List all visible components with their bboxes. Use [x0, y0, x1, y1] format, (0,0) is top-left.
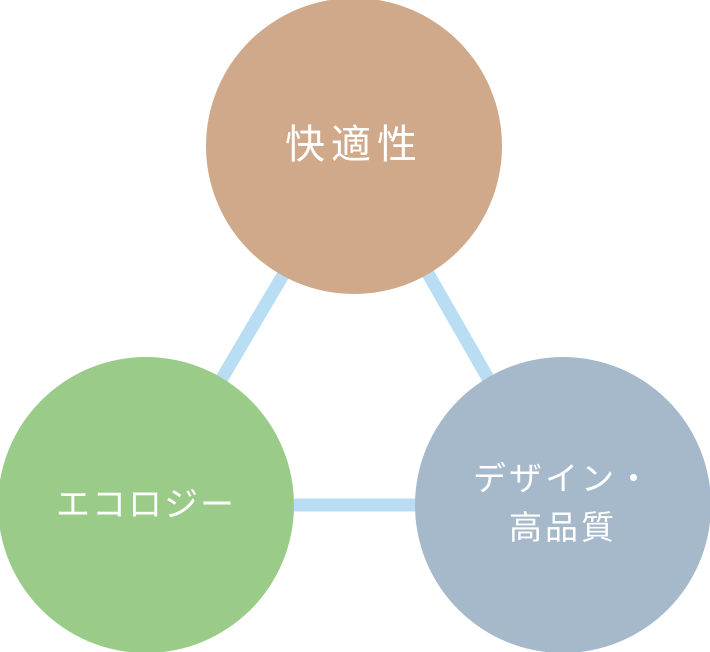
node-design-quality: デザイン・ 高品質 [415, 357, 710, 652]
node-comfort: 快適性 [206, 0, 502, 294]
node-ecology-circle [0, 357, 294, 652]
node-comfort-circle [206, 0, 502, 294]
node-design-quality-label-line2: 高品質 [509, 508, 617, 547]
node-ecology-label: エコロジー [56, 485, 236, 525]
node-ecology: エコロジー [0, 357, 294, 652]
node-comfort-label: 快適性 [285, 122, 423, 168]
connector-top-left [215, 266, 292, 384]
connector-top-right [420, 266, 495, 384]
node-design-quality-circle [415, 357, 710, 652]
connectors [215, 266, 495, 512]
node-design-quality-label-line1: デザイン・ [473, 459, 653, 498]
